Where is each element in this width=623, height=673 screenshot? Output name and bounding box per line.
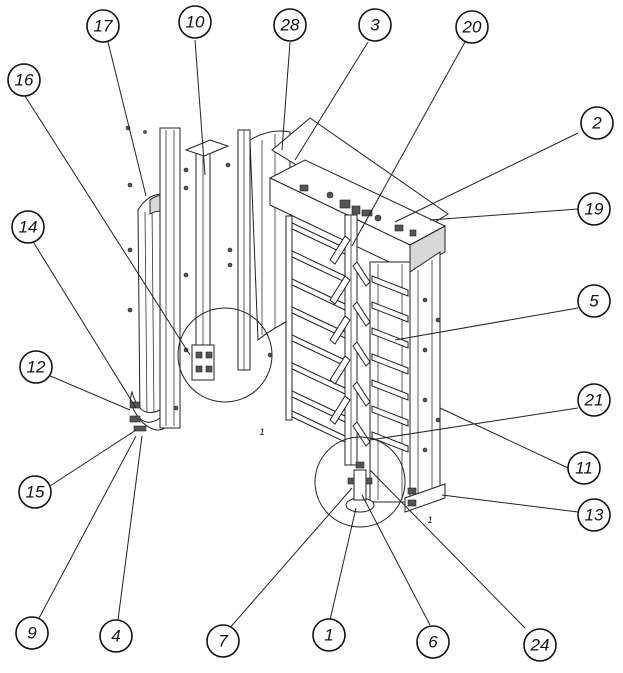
fasteners xyxy=(125,125,273,411)
svg-text:15: 15 xyxy=(26,483,45,502)
callout-11: 11 xyxy=(567,451,601,485)
svg-text:6: 6 xyxy=(428,633,438,652)
callout-5: 5 xyxy=(577,284,611,318)
bottom-bearing xyxy=(345,461,375,513)
svg-text:19: 19 xyxy=(585,200,604,219)
callout-13: 13 xyxy=(577,498,611,532)
callout-24: 24 xyxy=(523,628,557,662)
left-fence-panel xyxy=(129,127,181,432)
rotor-arms xyxy=(285,215,371,447)
svg-text:14: 14 xyxy=(19,218,38,237)
svg-text:17: 17 xyxy=(94,17,113,36)
svg-text:11: 11 xyxy=(575,459,593,478)
svg-text:20: 20 xyxy=(462,18,482,37)
svg-text:3: 3 xyxy=(370,16,380,35)
svg-text:28: 28 xyxy=(280,16,300,35)
turnstile-main-frame xyxy=(268,117,449,513)
svg-text:24: 24 xyxy=(530,636,550,655)
svg-text:10: 10 xyxy=(186,13,205,32)
callout-17: 17 xyxy=(86,9,120,43)
svg-text:5: 5 xyxy=(589,292,599,311)
detail-circle-bottom xyxy=(314,436,406,528)
callout-10: 10 xyxy=(178,5,212,39)
detail-mark-left: 1 xyxy=(259,427,264,437)
svg-text:7: 7 xyxy=(218,632,228,651)
svg-text:12: 12 xyxy=(27,358,46,377)
callout-15: 15 xyxy=(18,475,52,509)
post-10 xyxy=(184,139,230,381)
detail-mark-bottom: 1 xyxy=(427,515,432,525)
callout-16: 16 xyxy=(7,63,41,97)
callout-6: 6 xyxy=(416,625,450,659)
svg-text:21: 21 xyxy=(584,391,604,410)
svg-text:16: 16 xyxy=(15,71,34,90)
fixed-bars xyxy=(371,275,409,453)
svg-text:9: 9 xyxy=(27,624,37,643)
callout-3: 3 xyxy=(358,8,392,42)
leader-lines xyxy=(24,39,579,631)
callout-28: 28 xyxy=(273,8,307,42)
callout-19: 19 xyxy=(577,192,611,226)
callout-21: 21 xyxy=(577,383,611,417)
svg-text:1: 1 xyxy=(324,626,333,645)
callout-9: 9 xyxy=(15,616,49,650)
callout-1: 1 xyxy=(312,618,346,652)
callout-7: 7 xyxy=(206,624,240,658)
svg-text:2: 2 xyxy=(591,114,602,133)
rotor-mechanism xyxy=(299,184,417,237)
callout-4: 4 xyxy=(99,619,133,653)
callout-14: 14 xyxy=(11,210,45,244)
post-28 xyxy=(237,129,291,371)
callout-2: 2 xyxy=(580,106,614,140)
callout-12: 12 xyxy=(19,350,53,384)
svg-text:4: 4 xyxy=(111,627,120,646)
callout-20: 20 xyxy=(455,10,489,44)
svg-text:13: 13 xyxy=(585,506,604,525)
